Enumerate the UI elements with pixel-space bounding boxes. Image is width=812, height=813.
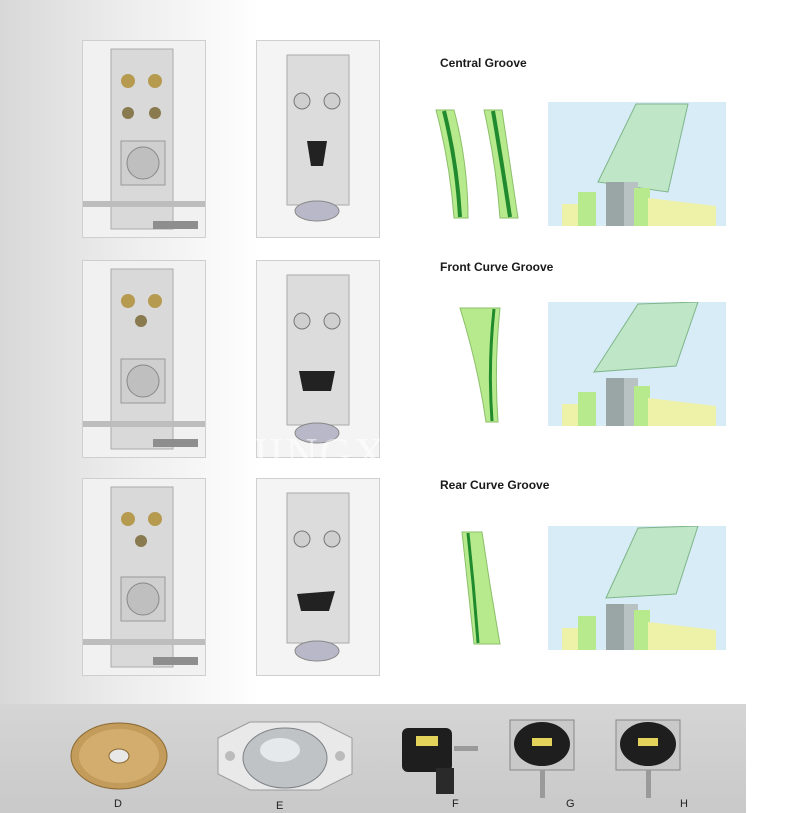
groove-title-central: Central Groove: [440, 56, 527, 70]
clamp-photo-central: [256, 40, 380, 238]
clamp-photo-front-curve: [256, 260, 380, 458]
lens-edge-diagram-front-curve: [456, 306, 506, 424]
groove-cross-section-central: [548, 102, 726, 226]
lens-edge-diagram-central: [432, 108, 532, 220]
clamp-photo-rear-curve: [256, 478, 380, 676]
motor-g-image: [500, 714, 584, 805]
motor-h-image: [606, 714, 690, 805]
diamond-wheel-image: [68, 720, 170, 797]
part-label-d: D: [114, 798, 122, 810]
groove-cross-section-rear-curve: [548, 526, 726, 650]
lens-edge-diagram-rear-curve: [456, 530, 506, 646]
watermark-text: JINGXIN: [250, 429, 438, 478]
chuck-photo-rear-curve: [82, 478, 206, 676]
chuck-photo-central: [82, 40, 206, 238]
part-label-h: H: [680, 798, 688, 810]
part-label-g: G: [566, 798, 575, 810]
groove-title-front-curve: Front Curve Groove: [440, 260, 554, 274]
dome-chuck-image: [210, 718, 360, 799]
chuck-photo-front-curve: [82, 260, 206, 458]
groove-cross-section-front-curve: [548, 302, 726, 426]
groove-title-rear-curve: Rear Curve Groove: [440, 478, 550, 492]
part-label-f: F: [452, 798, 459, 810]
motor-f-image: [396, 718, 480, 803]
parts-strip: D E F G H: [0, 704, 746, 813]
part-label-e: E: [276, 800, 284, 812]
